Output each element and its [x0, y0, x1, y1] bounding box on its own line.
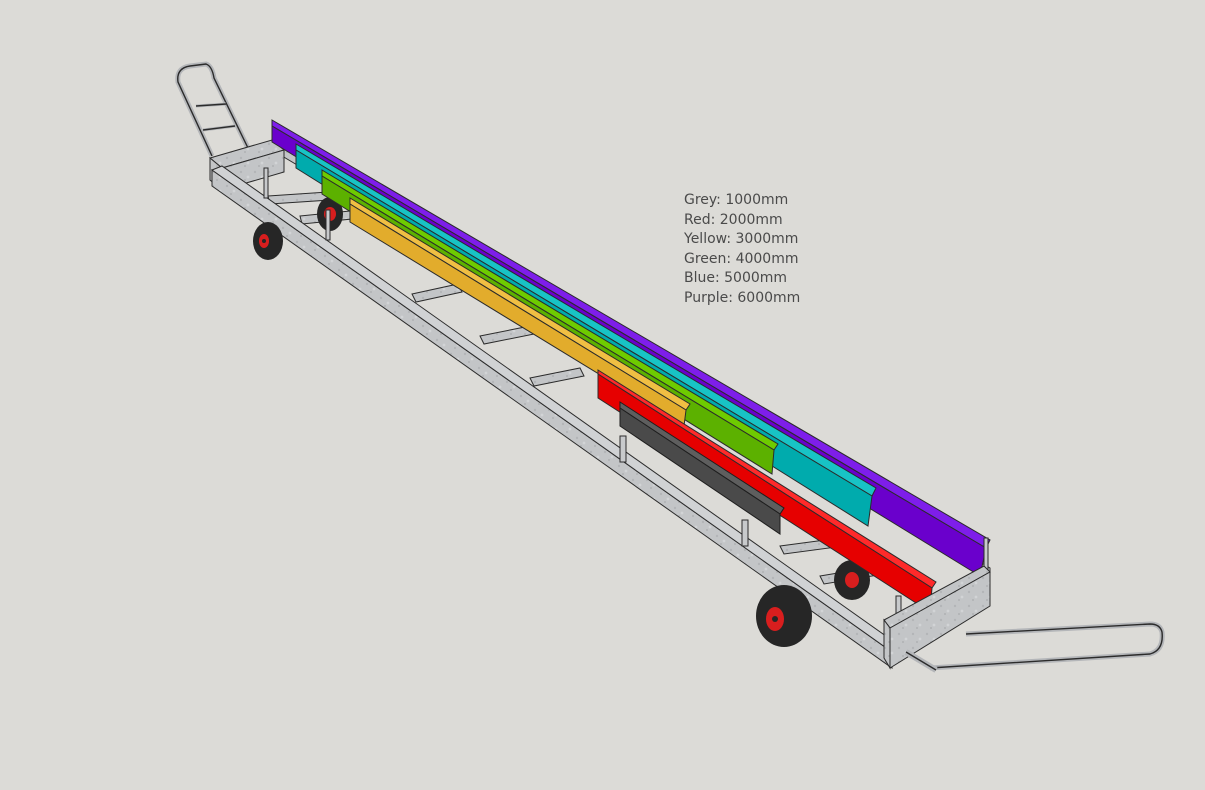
beam-length-legend: Grey: 1000mm Red: 2000mm Yellow: 3000mm … [684, 191, 800, 309]
wheel-front-near [756, 585, 812, 647]
trolley-frame-cross-members [267, 191, 885, 585]
legend-blue: Blue: 5000mm [684, 270, 788, 287]
legend-purple: Purple: 6000mm [684, 289, 801, 306]
trolley-frame-end-bottom [883, 565, 991, 670]
handle-bar-bottom [904, 621, 1165, 673]
wheel-rear-near [253, 222, 283, 260]
beam-grey-1000mm [619, 401, 785, 535]
wheel-front-far [834, 560, 870, 600]
legend-yellow: Yellow: 3000mm [684, 231, 799, 248]
legend-red: Red: 2000mm [684, 211, 783, 228]
legend-green: Green: 4000mm [684, 250, 799, 267]
handle-bar-top [175, 61, 251, 158]
legend-grey: Grey: 1000mm [684, 192, 789, 208]
